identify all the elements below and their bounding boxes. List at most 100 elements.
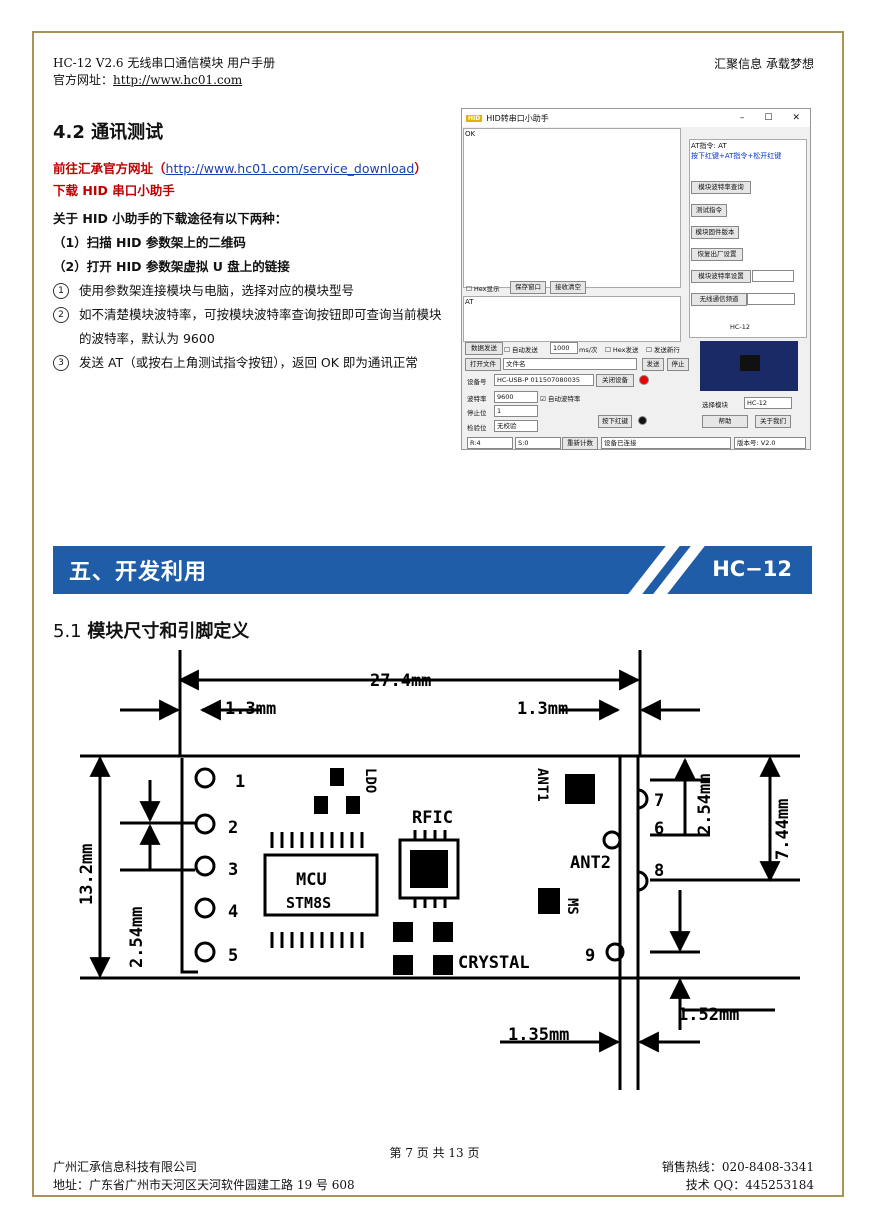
parity-label: 检验位 xyxy=(467,424,487,432)
footer-left: 广州汇承信息科技有限公司 地址：广东省广州市天河区天河软件园建工路 19 号 6… xyxy=(53,1158,355,1194)
link-suffix: ） xyxy=(414,161,427,176)
close-device-button[interactable]: 关闭设备 xyxy=(596,374,634,387)
auto-baud-label: 自动波特率 xyxy=(547,395,581,403)
channel-input[interactable] xyxy=(747,293,795,305)
hid-assistant-window: HID HID转串口小助手 –☐✕ OK AT指令: AT 按下红键+AT指令+… xyxy=(461,108,811,450)
pin-6 xyxy=(602,830,622,850)
hex-show-checkbox[interactable]: ☐ Hex显示 xyxy=(466,285,500,293)
page-border xyxy=(32,31,844,1197)
parity-select[interactable]: 无校验 xyxy=(494,420,538,432)
sales-hotline: 销售热线：020-8408-3341 xyxy=(661,1160,814,1174)
auto-send-checkbox[interactable]: ☐ 自动发送 xyxy=(504,346,538,354)
test-command-button[interactable]: 测试指令 xyxy=(691,204,727,217)
company-address: 地址：广东省广州市天河区天河软件园建工路 19 号 608 xyxy=(53,1178,355,1192)
way-2: （2）打开 HID 参数架虚拟 U 盘上的链接 xyxy=(53,259,290,274)
auto-send-label: 自动发送 xyxy=(511,346,538,354)
version-text: 版本号: V2.0 xyxy=(734,437,806,449)
height-dimension: 13.2mm xyxy=(77,844,97,905)
download-link[interactable]: http://www.hc01.com/service_download xyxy=(165,161,415,176)
radio-indicator-icon xyxy=(638,416,647,425)
chip-icon xyxy=(740,355,760,371)
baud-set-input[interactable] xyxy=(752,270,794,282)
interval-unit: ms/次 xyxy=(579,346,598,354)
stopbits-label: 停止位 xyxy=(467,409,487,417)
device-select[interactable]: HC-USB-P 011507080035 xyxy=(494,374,594,386)
pin-5-label: 5 xyxy=(228,946,238,966)
hex-send-checkbox[interactable]: ☐ Hex发送 xyxy=(605,346,639,354)
pin-3 xyxy=(194,855,216,877)
baud-query-button[interactable]: 模块波特率查询 xyxy=(691,181,751,194)
banner-brand: HC−12 xyxy=(712,557,792,581)
rfic-chip xyxy=(398,838,460,900)
factory-reset-button[interactable]: 恢复出厂设置 xyxy=(691,248,743,261)
help-button[interactable]: 帮助 xyxy=(702,415,748,428)
way-1: （1）扫描 HID 参数架上的二维码 xyxy=(53,235,246,250)
crystal-label: CRYSTAL xyxy=(458,953,530,973)
company-name: 广州汇承信息科技有限公司 xyxy=(53,1160,198,1174)
minimize-button[interactable]: – xyxy=(739,113,745,123)
module-select[interactable]: HC-12 xyxy=(744,397,792,409)
file-name-input[interactable]: 文件名 xyxy=(503,358,637,370)
step-text: 发送 AT（或按右上角测试指令按钮），返回 OK 即为通讯正常 xyxy=(79,355,418,370)
info-line-2: 按下红键+AT指令+松开红键 xyxy=(691,152,782,160)
firmware-version-button[interactable]: 模块固件版本 xyxy=(691,226,739,239)
channel-button[interactable]: 无线通信频道 xyxy=(691,293,747,306)
right-margin-dimension: 1.3mm xyxy=(517,699,568,719)
pin-9 xyxy=(605,942,625,962)
mcu-chip xyxy=(263,853,379,917)
section-title: 模块尺寸和引脚定义 xyxy=(87,621,250,642)
clear-receive-button[interactable]: 接收清空 xyxy=(550,281,586,294)
mcu-label: MCU xyxy=(296,870,327,890)
site-label: 官方网址： xyxy=(53,73,114,87)
section-banner: 五、开发利用 HC−12 xyxy=(53,546,812,594)
send-area[interactable]: AT xyxy=(463,296,681,342)
step-1: 1 使用参数架连接模块与电脑，选择对应的模块型号 xyxy=(53,279,453,303)
send-count: S:0 xyxy=(515,437,561,449)
auto-baud-checkbox[interactable]: ☑ 自动波特率 xyxy=(540,395,581,403)
device-label: 设备号 xyxy=(467,378,487,386)
send-newline-checkbox[interactable]: ☐ 发送新行 xyxy=(646,346,680,354)
pin-9-label: 9 xyxy=(585,946,595,966)
ms-label: MS xyxy=(564,898,580,915)
section-4-2-heading: 4.2 通讯测试 xyxy=(53,122,164,143)
recount-button[interactable]: 重新计数 xyxy=(562,437,598,450)
page-number: 第 7 页 共 13 页 xyxy=(389,1146,480,1160)
send-data-button[interactable]: 数据发送 xyxy=(465,342,503,355)
download-tool: 下载 HID 串口小助手 xyxy=(53,183,175,198)
right-offset-dimension: 7.44mm xyxy=(773,799,793,860)
step-text: 如不清楚模块波特率，可按模块波特率查询按钮即可查询当前模块的波特率，默认为 96… xyxy=(79,307,442,346)
interval-input[interactable]: 1000 xyxy=(550,342,578,354)
pin-6-label: 6 xyxy=(654,819,664,839)
site-link[interactable]: http://www.hc01.com xyxy=(113,73,243,87)
receive-area[interactable]: OK xyxy=(463,128,681,288)
close-button[interactable]: ✕ xyxy=(792,113,800,123)
page-header: HC-12 V2.6 无线串口通信模块 用户手册 官方网址：http://www… xyxy=(53,55,275,89)
receive-count: R:4 xyxy=(467,437,513,449)
baud-label: 波特率 xyxy=(467,395,487,403)
ant1-connector xyxy=(565,774,595,804)
window-titlebar: HID HID转串口小助手 –☐✕ xyxy=(462,109,810,127)
about-button[interactable]: 关于我们 xyxy=(755,415,791,428)
pin-3-label: 3 xyxy=(228,860,238,880)
send-newline-label: 发送新行 xyxy=(653,346,680,354)
module-dimension-diagram: 27.4mm 1.3mm 1.3mm 1 2 3 4 5 7 6 8 9 MCU… xyxy=(77,650,800,1090)
baud-set-button[interactable]: 模块波特率设置 xyxy=(691,270,751,283)
download-instructions: 前往汇承官方网址（http://www.hc01.com/service_dow… xyxy=(53,158,427,202)
send-button[interactable]: 发送 xyxy=(642,358,664,371)
pin-7-label: 7 xyxy=(654,791,664,811)
pin-8-label: 8 xyxy=(654,861,664,881)
doc-title: HC-12 V2.6 无线串口通信模块 用户手册 xyxy=(53,56,276,70)
open-file-button[interactable]: 打开文件 xyxy=(465,358,501,371)
window-title: HID转串口小助手 xyxy=(486,113,549,123)
press-red-button[interactable]: 按下红键 xyxy=(598,415,632,428)
step-text: 使用参数架连接模块与电脑，选择对应的模块型号 xyxy=(79,283,355,298)
maximize-button[interactable]: ☐ xyxy=(764,113,773,123)
info-line-1: AT指令: AT xyxy=(691,142,727,150)
save-window-button[interactable]: 保存窗口 xyxy=(510,281,546,294)
baud-select[interactable]: 9600 xyxy=(494,391,538,403)
section-number: 5.1 xyxy=(53,621,88,642)
stopbits-select[interactable]: 1 xyxy=(494,405,538,417)
stop-button[interactable]: 停止 xyxy=(667,358,689,371)
model-label: HC-12 xyxy=(730,323,751,331)
step-number: 1 xyxy=(53,283,69,299)
